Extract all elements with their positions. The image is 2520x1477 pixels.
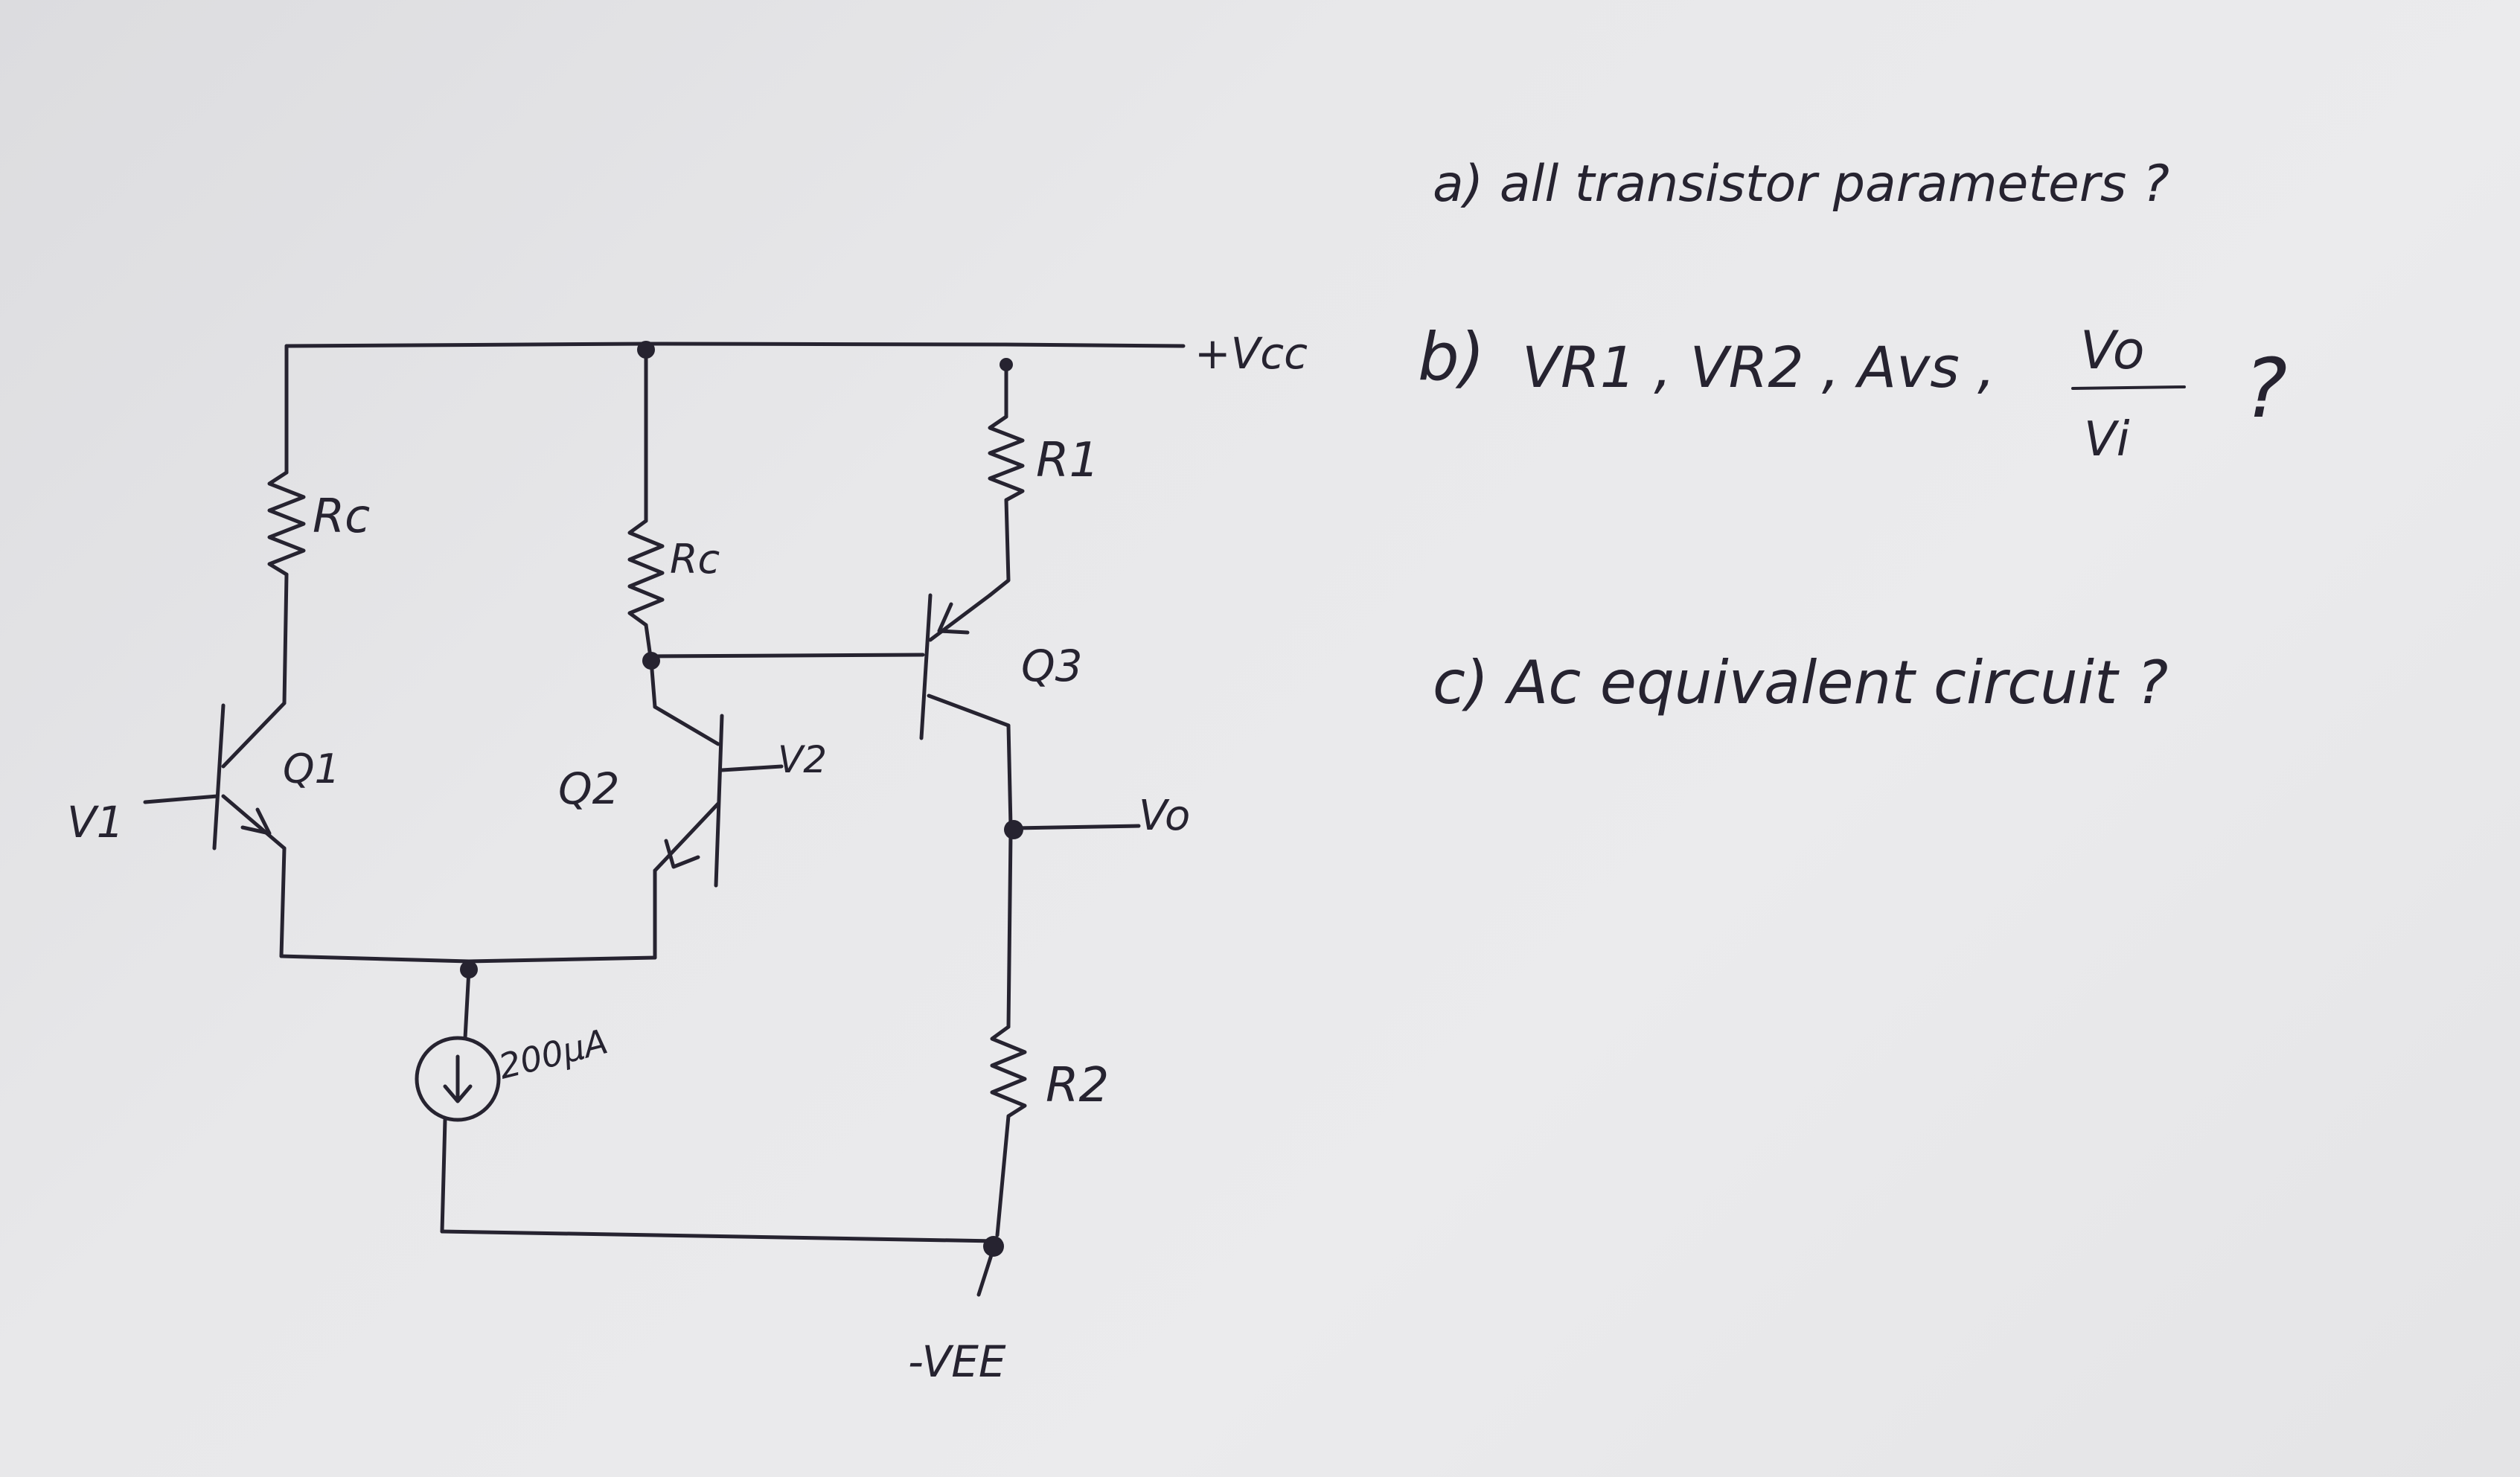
q2-emitter-arrow — [664, 839, 700, 869]
wire-vo-out — [1011, 824, 1141, 830]
wire-r1-down — [988, 498, 1011, 597]
label-v1: V1 — [67, 797, 124, 848]
label-rc-left: Rc — [313, 489, 370, 543]
q1-emitter-arrow — [240, 807, 272, 836]
current-source-circle — [415, 1036, 501, 1122]
resistor-r1 — [988, 414, 1025, 502]
label-v2: V2 — [778, 738, 827, 781]
label-current-source: 200µA — [495, 1021, 612, 1086]
question-b-items: VR1 , VR2 , Avs , — [1522, 334, 1995, 400]
question-b-fraction-denominator: Vi — [2084, 412, 2130, 467]
q1-base-lead — [143, 794, 220, 804]
q3-base-bar — [919, 593, 933, 740]
wire-source-down — [440, 1118, 447, 1234]
label-vo: Vo — [1139, 792, 1190, 840]
question-b-prefix: b) — [1418, 318, 1485, 395]
resistor-r2 — [990, 1025, 1027, 1118]
resistor-rc-left — [267, 470, 306, 577]
wire-emitter-tail — [279, 954, 657, 964]
question-b-fraction-numerator: Vo — [2080, 320, 2145, 381]
wire-r2-to-vee — [995, 1114, 1011, 1237]
question-a: a) all transistor parameters ? — [1433, 155, 2169, 214]
label-vcc: +Vcc — [1195, 328, 1308, 379]
q2-base-lead — [720, 764, 784, 772]
wire-vee-down — [976, 1239, 998, 1297]
wire-left-mid — [282, 572, 289, 705]
q1-emitter — [221, 794, 287, 850]
vcc-rail — [284, 342, 1186, 348]
question-b-fraction-bar — [2071, 385, 2186, 390]
wire-q1-emitter-down — [279, 846, 287, 958]
label-r1: R1 — [1036, 433, 1099, 488]
wire-vo-to-r2 — [1006, 831, 1013, 1029]
q1-collector — [221, 701, 287, 769]
wire-q2-to-q3-base — [649, 653, 925, 659]
q2-collector — [653, 705, 720, 746]
q2-emitter — [653, 801, 720, 873]
q2-base-bar — [714, 714, 724, 888]
question-c: c) Ac equivalent circuit ? — [1433, 648, 2168, 717]
wire-tail-to-source — [463, 967, 471, 1040]
wire-q2-collector-down — [649, 659, 657, 709]
vee-rail — [440, 1229, 998, 1243]
question-b-suffix: ? — [2244, 341, 2287, 436]
q3-emitter-arrow — [937, 602, 970, 635]
label-q3: Q3 — [1021, 641, 1083, 691]
current-source-arrow — [443, 1054, 473, 1103]
label-vee: -VEE — [908, 1336, 1006, 1387]
label-rc-mid: Rc — [670, 536, 720, 583]
label-q2: Q2 — [558, 763, 620, 814]
q3-collector — [927, 693, 1011, 728]
label-r2: R2 — [1046, 1058, 1109, 1113]
wire-q3-collector-down — [1006, 723, 1013, 828]
label-q1: Q1 — [283, 746, 340, 792]
resistor-rc-mid — [627, 519, 665, 627]
q1-base-bar — [212, 703, 226, 850]
